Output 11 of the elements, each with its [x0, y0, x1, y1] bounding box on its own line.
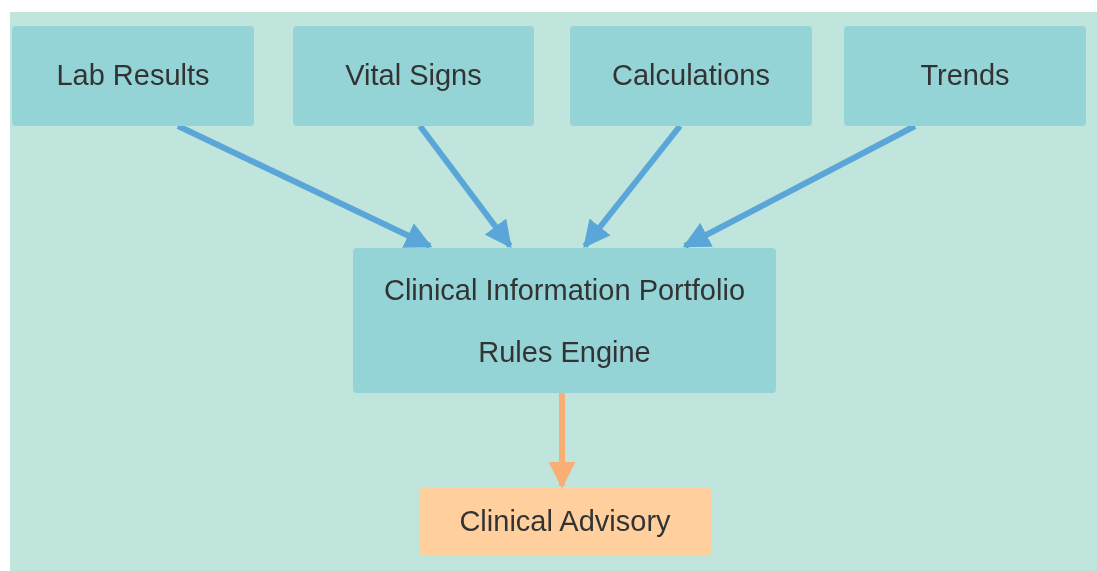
arrow: [417, 124, 513, 249]
process-box: Calculations: [570, 26, 812, 126]
arrow: [548, 393, 576, 489]
process-box: Trends: [844, 26, 1086, 126]
process-box: Clinical Advisory: [419, 488, 711, 555]
process-box: Lab Results: [12, 26, 254, 126]
process-box: Clinical Information Portfolio Rules Engine: [353, 248, 776, 393]
arrow: [682, 123, 917, 249]
process-box: Vital Signs: [293, 26, 534, 126]
arrow: [582, 124, 683, 249]
arrow: [176, 123, 433, 249]
